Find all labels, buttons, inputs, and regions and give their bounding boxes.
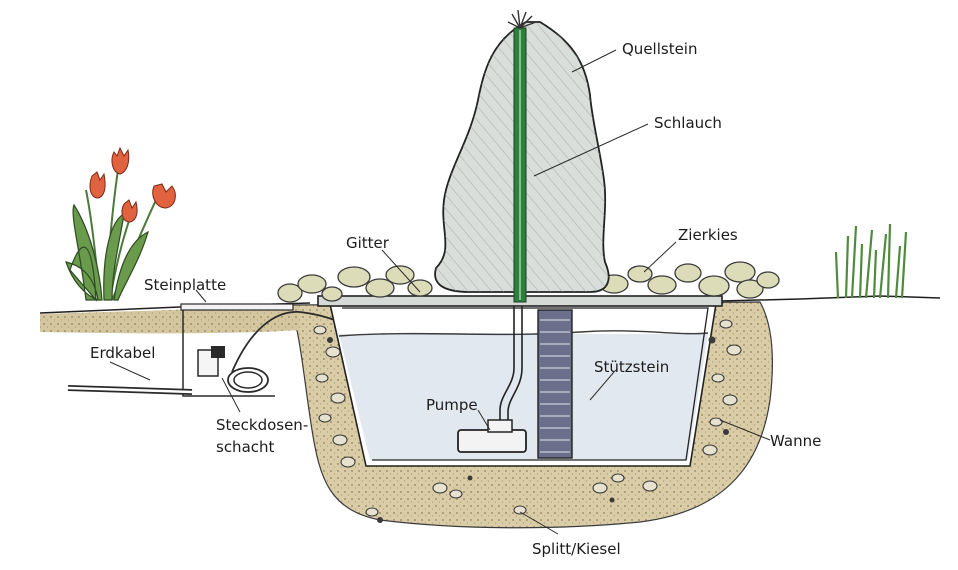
label-stuetzstein: Stützstein: [594, 358, 669, 376]
ground-line-right: [719, 295, 941, 302]
leader-lines: [109, 49, 771, 535]
label-wanne: Wanne: [770, 432, 821, 450]
cable-coil-inner: [233, 371, 263, 389]
label-erdkabel: Erdkabel: [90, 344, 155, 362]
tub-inner: [342, 307, 709, 461]
cable-coil: [227, 367, 269, 393]
pump-body: [457, 429, 527, 453]
pit-gravel-dark: [327, 336, 729, 523]
tub-water: [339, 334, 708, 460]
label-zierkies: Zierkies: [678, 226, 738, 244]
label-quellstein: Quellstein: [622, 40, 697, 58]
support-stone-stripes: [540, 319, 570, 453]
pit-gravel: [313, 319, 742, 517]
socket-plug: [211, 346, 225, 358]
tulip-plant: [65, 146, 176, 302]
water-jet: [507, 9, 537, 29]
label-splitt: Splitt/Kiesel: [532, 540, 621, 558]
label-steckdosen-line2: schacht: [216, 438, 275, 456]
label-pumpe: Pumpe: [426, 396, 478, 414]
label-schlauch: Schlauch: [654, 114, 722, 132]
label-steinplatte: Steinplatte: [144, 276, 226, 294]
support-stone: [537, 309, 573, 459]
ground-cable-highlight: [67, 386, 193, 394]
pump-pipe: [499, 300, 523, 432]
pump-top: [487, 419, 513, 433]
stone-slab: [180, 303, 294, 311]
label-steckdosen-line1: Steckdosen-: [216, 416, 308, 434]
label-gitter: Gitter: [346, 234, 390, 252]
soil-left-texture: [40, 306, 300, 334]
grass-tuft: [834, 223, 908, 299]
